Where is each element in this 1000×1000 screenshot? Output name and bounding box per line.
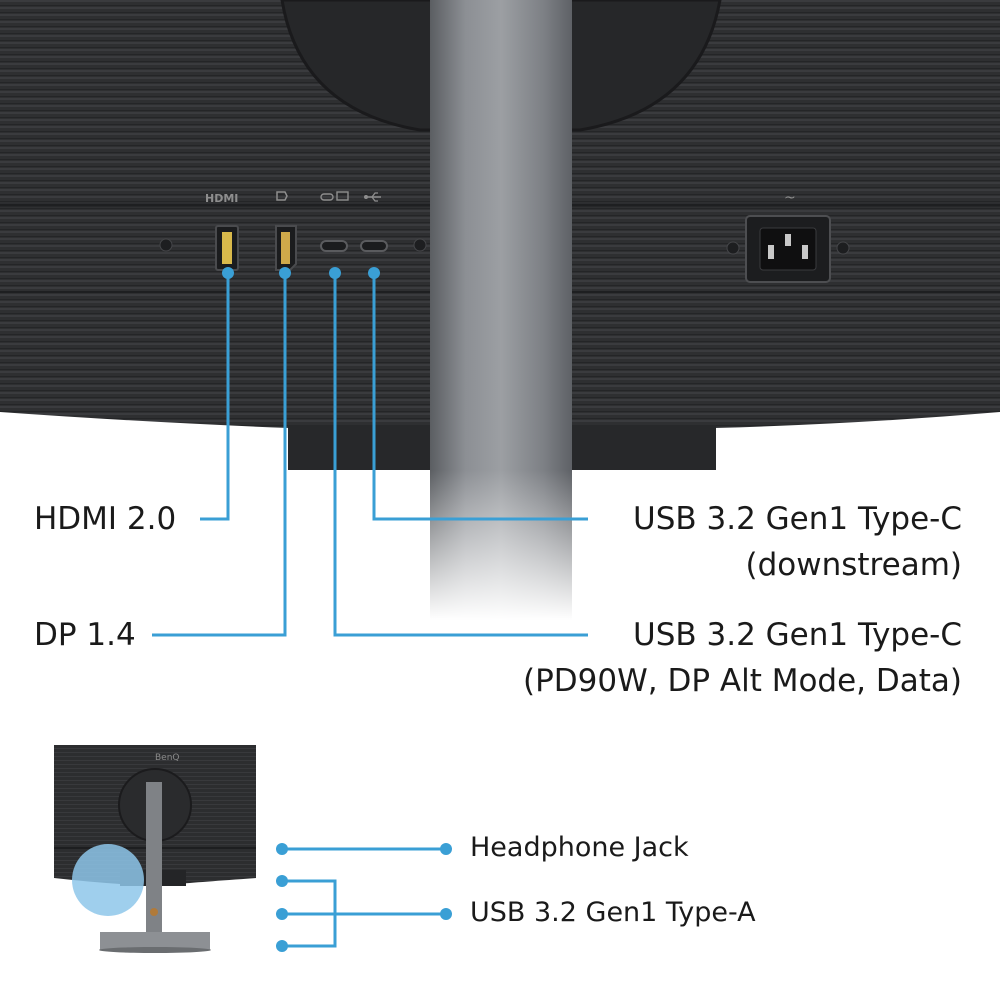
screw-icon	[836, 241, 850, 255]
screw-icon	[159, 238, 173, 252]
power-socket-icon	[745, 215, 831, 283]
side-callout-dots	[276, 843, 452, 952]
label-headphone-jack: Headphone Jack	[470, 832, 689, 863]
port-highlight-circle	[72, 844, 144, 916]
displayport-port-icon	[275, 225, 297, 271]
svg-text:BenQ: BenQ	[155, 753, 180, 763]
callout-lines	[152, 275, 588, 637]
monitor-thumbnail: BenQ	[54, 745, 256, 953]
screw-icon	[413, 238, 427, 252]
power-tag: ~	[784, 190, 796, 206]
side-callout-lines	[282, 847, 446, 948]
label-usbc-pd-line2: (PD90W, DP Alt Mode, Data)	[523, 663, 962, 699]
callout-dots	[222, 267, 380, 279]
hdmi-tag: HDMI	[205, 192, 238, 205]
label-usbc-downstream-line1: USB 3.2 Gen1 Type-C	[633, 501, 962, 537]
usb-c-port-icon	[320, 240, 348, 252]
hdmi-port-icon	[215, 225, 239, 271]
screw-icon	[726, 241, 740, 255]
label-usbc-pd-line1: USB 3.2 Gen1 Type-C	[633, 617, 962, 653]
label-usb-type-a: USB 3.2 Gen1 Type-A	[470, 897, 756, 928]
label-usbc-downstream-line2: (downstream)	[745, 547, 962, 583]
displayport-tag-icon	[276, 191, 288, 201]
usb-tag-icon	[364, 192, 381, 202]
label-hdmi: HDMI 2.0	[34, 501, 177, 537]
usb-c-port-icon	[360, 240, 388, 252]
label-displayport: DP 1.4	[34, 617, 136, 653]
usb-c-tag-icon	[320, 191, 349, 201]
